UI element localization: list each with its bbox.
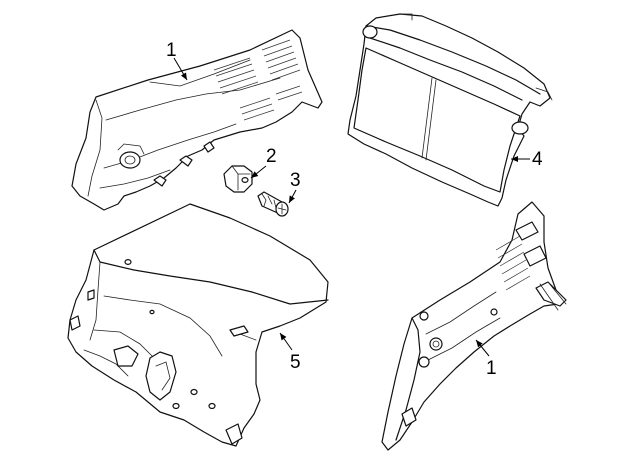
callout-label-5: 5 <box>290 352 301 373</box>
callout-1-bottom: 1 <box>475 339 497 379</box>
callout-label-2: 2 <box>266 146 277 167</box>
part-2-clip <box>223 165 253 193</box>
callout-5: 5 <box>279 332 301 373</box>
part-3-screw <box>257 191 289 217</box>
part-1-lower-trim-panel <box>381 201 567 451</box>
callout-4: 4 <box>511 149 543 170</box>
callout-label-1-bottom: 1 <box>486 358 497 379</box>
callout-label-4: 4 <box>532 149 543 170</box>
part-1-upper-trim-panel <box>71 29 323 211</box>
callout-label-1-top: 1 <box>166 40 177 61</box>
part-5-rear-trim-panel <box>67 203 329 447</box>
part-4-cargo-cover <box>347 13 553 207</box>
callout-1-top: 1 <box>166 40 188 81</box>
callout-2: 2 <box>250 146 277 179</box>
callout-3: 3 <box>288 170 301 204</box>
callout-label-3: 3 <box>290 170 301 191</box>
